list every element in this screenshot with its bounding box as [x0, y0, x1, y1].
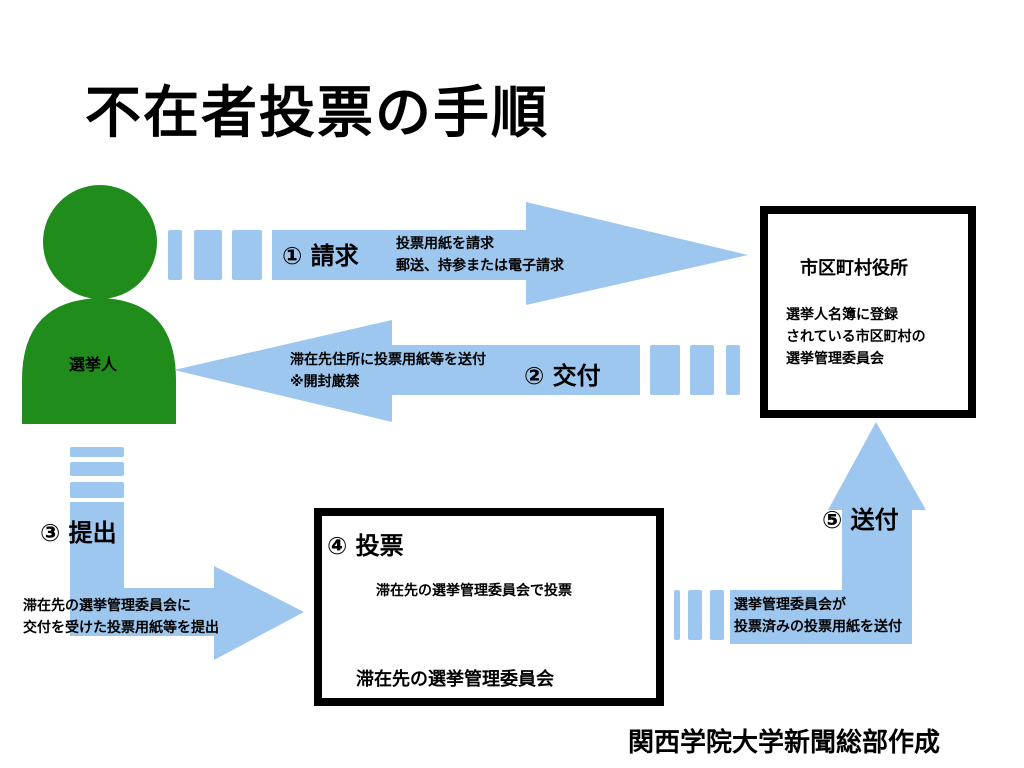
office-desc-line: 選挙管理委員会	[786, 351, 884, 367]
deliver-arrow-head	[174, 320, 640, 422]
deliver-arrow-dash	[650, 345, 680, 395]
step-deliver-label: ② 交付	[524, 362, 601, 390]
send-arrow	[674, 422, 926, 644]
request-arrow-dash	[194, 230, 222, 280]
send-arrow-dash	[688, 590, 702, 640]
submit-arrow-head	[70, 502, 304, 660]
step-request-note: 投票用紙を請求 郵送、持参または電子請求	[396, 233, 564, 277]
send-arrow-head	[730, 422, 926, 644]
deliver-arrow-dash	[690, 345, 714, 395]
step-send-note: 選挙管理委員会が 投票済みの投票用紙を送付	[734, 594, 902, 638]
step-vote-description: 滞在先の選挙管理委員会で投票	[376, 583, 572, 599]
note-line: 郵送、持参または電子請求	[396, 258, 564, 274]
request-arrow	[168, 202, 748, 305]
note-line: 投票済みの投票用紙を送付	[734, 619, 902, 635]
deliver-arrow	[174, 320, 740, 422]
step-request-label: ① 請求	[282, 242, 359, 270]
voter-head	[43, 185, 157, 299]
request-arrow-head	[272, 202, 748, 305]
office-box	[760, 206, 976, 418]
submit-arrow-dash	[70, 462, 124, 476]
voter-body	[22, 298, 176, 424]
step-submit-label: ③ 提出	[40, 519, 117, 547]
note-line: 選挙管理委員会が	[734, 597, 846, 613]
office-description: 選挙人名簿に登録 されている市区町村の 選挙管理委員会	[786, 304, 926, 370]
credit-text: 関西学院大学新聞総部作成	[628, 728, 941, 758]
step-deliver-note: 滞在先住所に投票用紙等を送付 ※開封厳禁	[290, 349, 486, 393]
request-arrow-dash	[232, 230, 262, 280]
page-title: 不在者投票の手順	[85, 81, 549, 146]
submit-arrow-dash	[70, 447, 124, 457]
note-line: 投票用紙を請求	[396, 236, 494, 252]
note-line: 交付を受けた投票用紙等を提出	[23, 620, 219, 636]
office-desc-line: 選挙人名簿に登録	[786, 307, 898, 323]
note-line: ※開封厳禁	[290, 374, 360, 390]
send-arrow-dash	[674, 590, 680, 640]
office-desc-line: されている市区町村の	[786, 329, 926, 345]
step-send-label: ⑤ 送付	[822, 506, 899, 534]
request-arrow-dash	[168, 230, 182, 280]
voter-label: 選挙人	[69, 355, 118, 374]
vote-place: 滞在先の選挙管理委員会	[356, 669, 554, 690]
note-line: 滞在先住所に投票用紙等を送付	[290, 352, 486, 368]
step-submit-note: 滞在先の選挙管理委員会に 交付を受けた投票用紙等を提出	[23, 595, 219, 639]
office-title: 市区町村役所	[800, 258, 908, 279]
submit-arrow	[70, 447, 304, 660]
deliver-arrow-dash	[726, 345, 740, 395]
note-line: 滞在先の選挙管理委員会に	[23, 598, 191, 614]
send-arrow-dash	[710, 590, 724, 640]
submit-arrow-dash	[70, 482, 124, 498]
step-vote-label: ④ 投票	[327, 532, 404, 560]
vote-box	[314, 508, 664, 706]
